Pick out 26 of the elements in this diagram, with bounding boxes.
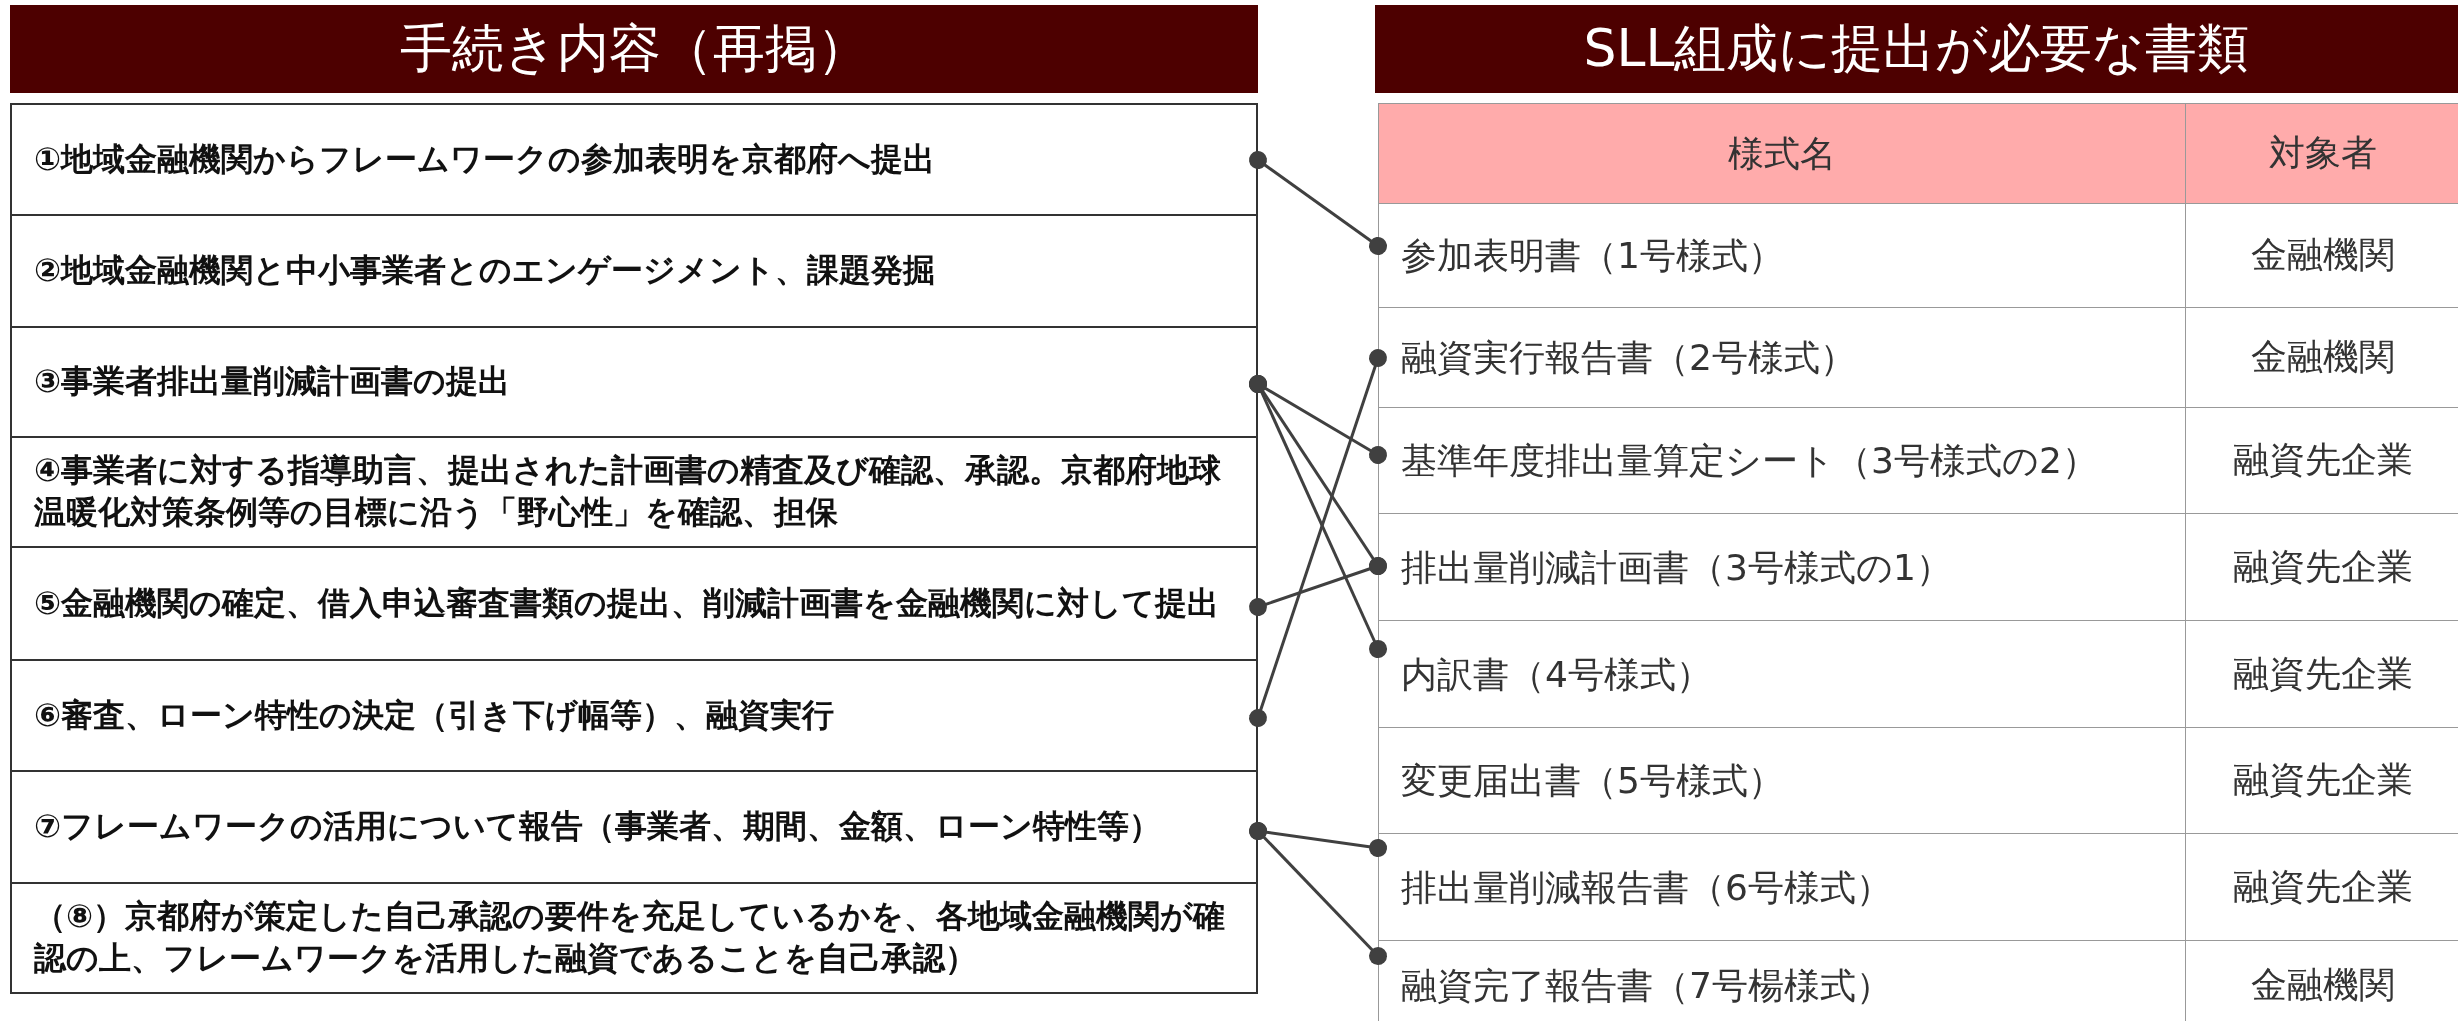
- step-box: ⑦フレームワークの活用について報告（事業者、期間、金額、ローン特性等）: [10, 770, 1258, 884]
- connector-line: [1249, 349, 1387, 727]
- form-name-text: 内訳書（4号様式）: [1400, 652, 1713, 697]
- table-header-row: [1378, 103, 2458, 204]
- form-name-text: 排出量削減計画書（3号様式の1）: [1400, 545, 1953, 590]
- step-box: （⑧）京都府が策定した自己承認の要件を充足しているかを、各地域金融機関が確認の上、フレームワークを活用した融資であることを自己承認）: [10, 882, 1258, 994]
- form-name-text: 参加表明書（1号様式）: [1400, 234, 1785, 278]
- connector-line: [1249, 557, 1387, 616]
- step-box: ⑥審査、ローン特性の決定（引き下げ幅等）、融資実行: [10, 659, 1258, 772]
- connector-line: [1249, 151, 1387, 255]
- form-name-text: 排出量削減報告書（6号様式）: [1400, 865, 1893, 910]
- step-box: ③事業者排出量削減計画書の提出: [10, 326, 1258, 438]
- heading-band: SLL組成に提出が必要な書類: [1375, 5, 2458, 93]
- step-box: ⑤金融機関の確定、借入申込審査書類の提出、削減計画書を金融機関に対して提出: [10, 546, 1258, 661]
- step-box: ④事業者に対する指導助言、提出された計画書の精査及び確認、承認。京都府地球温暖化対策条例等の目標に沿う「野心性」を確認、担保: [10, 436, 1258, 548]
- form-name-text: 基準年度排出量算定シート（3号様式の2）: [1400, 439, 2099, 483]
- target-text: 金融機関: [2185, 941, 2458, 1021]
- form-name-text: 融資実行報告書（2号様式）: [1400, 336, 1857, 380]
- step-box: ②地域金融機関と中小事業者とのエンゲージメント、課題発掘: [10, 214, 1258, 328]
- form-name-text: 変更届出書（5号様式）: [1400, 759, 1785, 803]
- connector-line: [1249, 375, 1387, 658]
- column-heading: 様式名: [1727, 132, 1837, 176]
- connector-line: [1249, 822, 1387, 965]
- form-name-text: 融資完了報告書（7号楊様式）: [1400, 963, 1893, 1008]
- heading-band: 手続き内容（再掲）: [10, 5, 1258, 93]
- step-box: ①地域金融機関からフレームワークの参加表明を京都府へ提出: [10, 103, 1258, 216]
